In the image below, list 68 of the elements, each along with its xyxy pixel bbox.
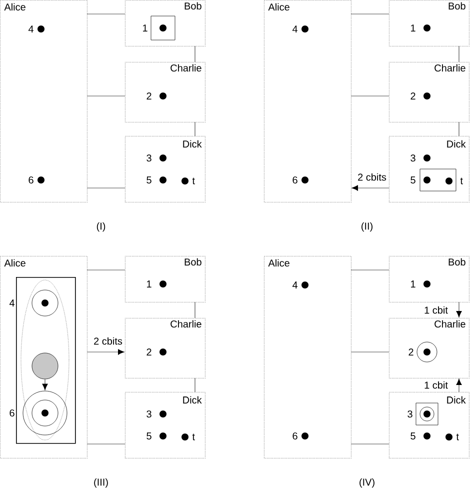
qubit-label: t bbox=[192, 178, 195, 184]
arrow bbox=[456, 378, 462, 392]
connector-line bbox=[194, 378, 196, 392]
party-name: Bob bbox=[184, 258, 202, 266]
qubit-ring bbox=[32, 290, 58, 316]
edge-label: 1 cbit bbox=[424, 381, 448, 389]
party-name: Charlie bbox=[434, 320, 466, 328]
qubit-label: 5 bbox=[410, 176, 416, 184]
qubit-label: 1 bbox=[411, 24, 416, 32]
qubit-ring bbox=[22, 390, 68, 436]
arrow bbox=[86, 349, 124, 355]
qubit-label: 5 bbox=[146, 432, 152, 440]
qubit-label: 3 bbox=[146, 154, 152, 162]
qubit-label: t bbox=[460, 178, 463, 184]
party-name: Alice bbox=[4, 3, 26, 11]
connector-line bbox=[194, 302, 196, 318]
party-name: Charlie bbox=[170, 320, 202, 328]
party-name: Dick bbox=[183, 140, 202, 148]
edge-label: 1 cbit bbox=[424, 306, 448, 314]
arrow bbox=[42, 378, 48, 390]
party-name: Alice bbox=[268, 259, 290, 267]
qubit-label: 5 bbox=[410, 432, 416, 440]
arrow bbox=[456, 302, 462, 318]
party-name: Bob bbox=[448, 2, 466, 10]
qubit-label: 6 bbox=[292, 176, 298, 184]
qubit-label: 4 bbox=[292, 282, 298, 288]
qubit-label: 4 bbox=[292, 26, 298, 32]
party-name: Alice bbox=[4, 259, 26, 267]
qubit-label: 2 bbox=[146, 348, 152, 356]
arrow bbox=[352, 185, 390, 191]
qubit-label: 3 bbox=[146, 410, 152, 418]
panel-caption: (IV) bbox=[360, 478, 374, 488]
qubit-label: t bbox=[192, 434, 195, 440]
qubit-label: 6 bbox=[28, 176, 34, 184]
party-name: Bob bbox=[448, 258, 466, 266]
connector-line bbox=[458, 46, 460, 62]
qubit-label: 1 bbox=[411, 280, 416, 288]
qubit-label: 5 bbox=[146, 176, 152, 184]
party-name: Charlie bbox=[170, 64, 202, 72]
qubit-label: 2 bbox=[410, 92, 416, 100]
qubit-label: t bbox=[456, 434, 459, 440]
party-name: Charlie bbox=[434, 64, 466, 72]
connector-line bbox=[194, 46, 196, 62]
ancilla-circle bbox=[32, 352, 58, 380]
qubit-label: 4 bbox=[28, 26, 34, 32]
qubit-label: 3 bbox=[408, 410, 412, 418]
party-name: Alice bbox=[268, 3, 290, 11]
edge-label: 2 cbits bbox=[358, 173, 386, 181]
qubit-label: 2 bbox=[408, 348, 414, 356]
panel-caption: (I) bbox=[96, 222, 106, 232]
party-name: Dick bbox=[447, 140, 466, 148]
panel-caption: (II) bbox=[362, 222, 372, 232]
qubit-ring bbox=[32, 400, 58, 426]
party-name: Dick bbox=[447, 396, 466, 404]
party-name: Bob bbox=[184, 2, 202, 10]
qubit-label: 3 bbox=[410, 154, 416, 162]
qubit-label: 2 bbox=[146, 92, 152, 100]
qubit-label: 6 bbox=[10, 409, 14, 417]
qubit-label: 6 bbox=[292, 432, 298, 440]
qubit-label: 4 bbox=[9, 300, 14, 306]
register-box bbox=[16, 277, 76, 444]
party-name: Dick bbox=[183, 396, 202, 404]
connector-line bbox=[194, 122, 196, 136]
connector-line bbox=[458, 122, 460, 136]
panel-caption: (III) bbox=[94, 478, 108, 488]
qubit-label: 1 bbox=[147, 280, 152, 288]
edge-label: 2 cbits bbox=[94, 337, 122, 345]
qubit-label: 1 bbox=[143, 24, 148, 32]
